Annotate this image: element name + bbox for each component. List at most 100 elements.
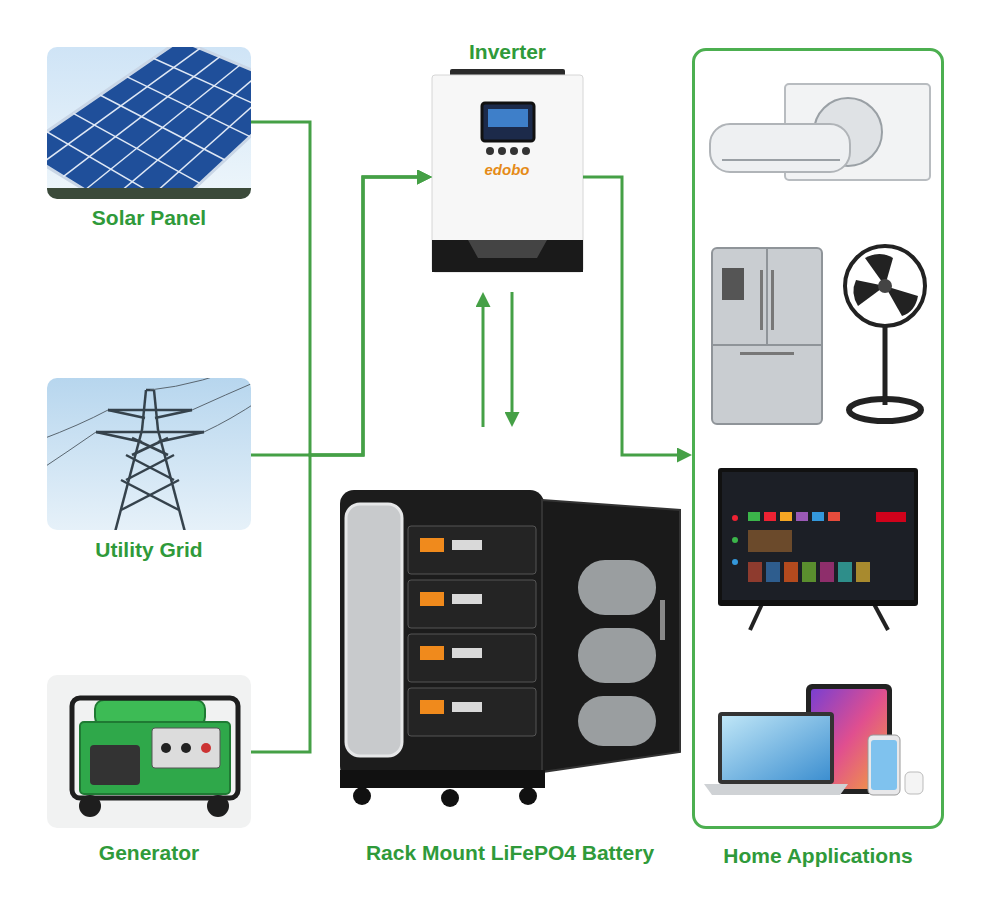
brand-logo: edobo — [457, 160, 557, 180]
inverter-picture-part — [498, 147, 506, 155]
utility-grid-picture-part-part — [121, 480, 179, 510]
utility-grid-picture-part-part — [47, 410, 108, 440]
generator-picture-part — [79, 795, 101, 817]
battery-cabinet-picture-part — [408, 634, 536, 682]
solar-panel-picture-part — [47, 48, 251, 199]
arrow-head — [426, 177, 432, 178]
solar-panel-picture-part — [47, 47, 251, 199]
tv-picture-part — [780, 512, 792, 521]
tv-picture-part — [764, 512, 776, 521]
tv-picture-part — [820, 562, 834, 582]
utility-grid-picture-part-part — [47, 432, 96, 470]
battery-cabinet-picture-part — [452, 648, 482, 658]
utility-grid-picture-part-part — [96, 431, 204, 434]
node-title: Solar Panel — [0, 205, 331, 231]
solar-panel-picture-part-part — [128, 82, 251, 199]
devices-picture — [704, 684, 923, 795]
utility-grid-picture-part-part — [108, 410, 145, 418]
fan-picture — [845, 246, 925, 421]
tv-picture-part — [796, 512, 808, 521]
tv-picture-part — [876, 512, 906, 522]
fridge-picture-part — [712, 344, 822, 346]
fridge-picture-part — [712, 248, 822, 424]
flow-connector — [511, 292, 514, 421]
tv-picture-part — [748, 530, 792, 552]
battery-cabinet-picture-part — [340, 490, 544, 780]
tv-picture-part — [856, 562, 870, 582]
inverter-picture-part — [432, 75, 583, 272]
devices-picture-part — [704, 784, 848, 795]
battery-cabinet-picture-part — [452, 540, 482, 550]
utility-grid-picture-part-part — [132, 438, 168, 455]
inverter-picture-part — [482, 103, 534, 141]
tv-picture-part — [874, 604, 888, 630]
inverter-picture-part — [432, 240, 583, 272]
tv-picture-part — [802, 562, 816, 582]
arrow-head — [426, 177, 432, 178]
inverter-picture-part — [522, 147, 530, 155]
devices-picture-part — [905, 772, 923, 794]
inverter-picture-part — [488, 109, 528, 127]
generator-picture-part — [47, 675, 251, 828]
utility-grid-picture-part — [96, 390, 204, 530]
fan-picture-part — [849, 399, 921, 421]
tv-picture-part — [732, 559, 738, 565]
fridge-picture-part — [722, 268, 744, 300]
generator-picture-part — [80, 722, 230, 794]
generator-picture-part — [201, 743, 211, 753]
tv-picture-part — [812, 512, 824, 521]
flow-connector — [251, 122, 426, 455]
solar-panel-picture-part-part — [85, 65, 240, 190]
flow-connector — [251, 177, 426, 455]
flow-connector — [482, 298, 485, 427]
utility-grid-picture-part-part — [126, 455, 174, 480]
fridge-picture-part — [740, 352, 794, 355]
devices-picture-part — [718, 712, 834, 784]
tv-picture-part — [722, 472, 914, 600]
battery-cabinet-picture-part — [542, 500, 680, 772]
generator-picture-part — [72, 698, 238, 798]
air-conditioner-picture-part — [710, 124, 850, 172]
solar-panel-picture-part-part — [73, 113, 200, 183]
battery-box: Rack Mount LiFePO4 Battery — [340, 427, 680, 790]
utility-grid-picture-part-part — [204, 400, 251, 432]
generator-picture-part — [207, 795, 229, 817]
arrow-head — [483, 292, 484, 298]
tv-picture-part — [748, 512, 760, 521]
tv-picture-part — [732, 515, 738, 521]
flow-connector — [251, 177, 426, 752]
air-conditioner-picture — [710, 84, 930, 180]
fridge-picture — [712, 248, 822, 424]
tv-picture-part — [748, 562, 762, 582]
utility-grid-picture-part-part — [108, 409, 192, 412]
tv-picture-part — [766, 562, 780, 582]
tv-picture-part — [718, 468, 918, 606]
solar-panel-picture-part — [47, 188, 251, 199]
node-title: Rack Mount LiFePO4 Battery — [260, 840, 760, 866]
generator-picture-part — [161, 743, 171, 753]
tv-picture-part — [732, 537, 738, 543]
battery-cabinet-picture-part — [420, 646, 444, 660]
utility-grid-picture — [47, 378, 251, 530]
battery-cabinet-picture-part — [340, 770, 545, 788]
battery-cabinet-picture-part — [578, 696, 656, 746]
devices-picture-part — [868, 735, 900, 795]
tv-picture-part — [838, 562, 852, 582]
battery-cabinet-picture-part — [578, 628, 656, 683]
inverter-picture-part — [486, 147, 494, 155]
node-title: Utility Grid — [0, 537, 331, 563]
tv-picture — [718, 468, 918, 630]
source-image-box: Solar Panel — [47, 47, 251, 199]
inverter-picture — [432, 69, 583, 272]
inverter-picture-part — [468, 240, 547, 258]
battery-cabinet-picture-part — [452, 702, 482, 712]
utility-grid-picture-part-part — [121, 480, 179, 510]
battery-cabinet-picture-part — [660, 600, 665, 640]
tv-picture-part — [828, 512, 840, 521]
source-image-box: Utility Grid — [47, 378, 251, 530]
node-title: Generator — [0, 840, 331, 866]
utility-grid-picture-part-part — [126, 455, 174, 480]
